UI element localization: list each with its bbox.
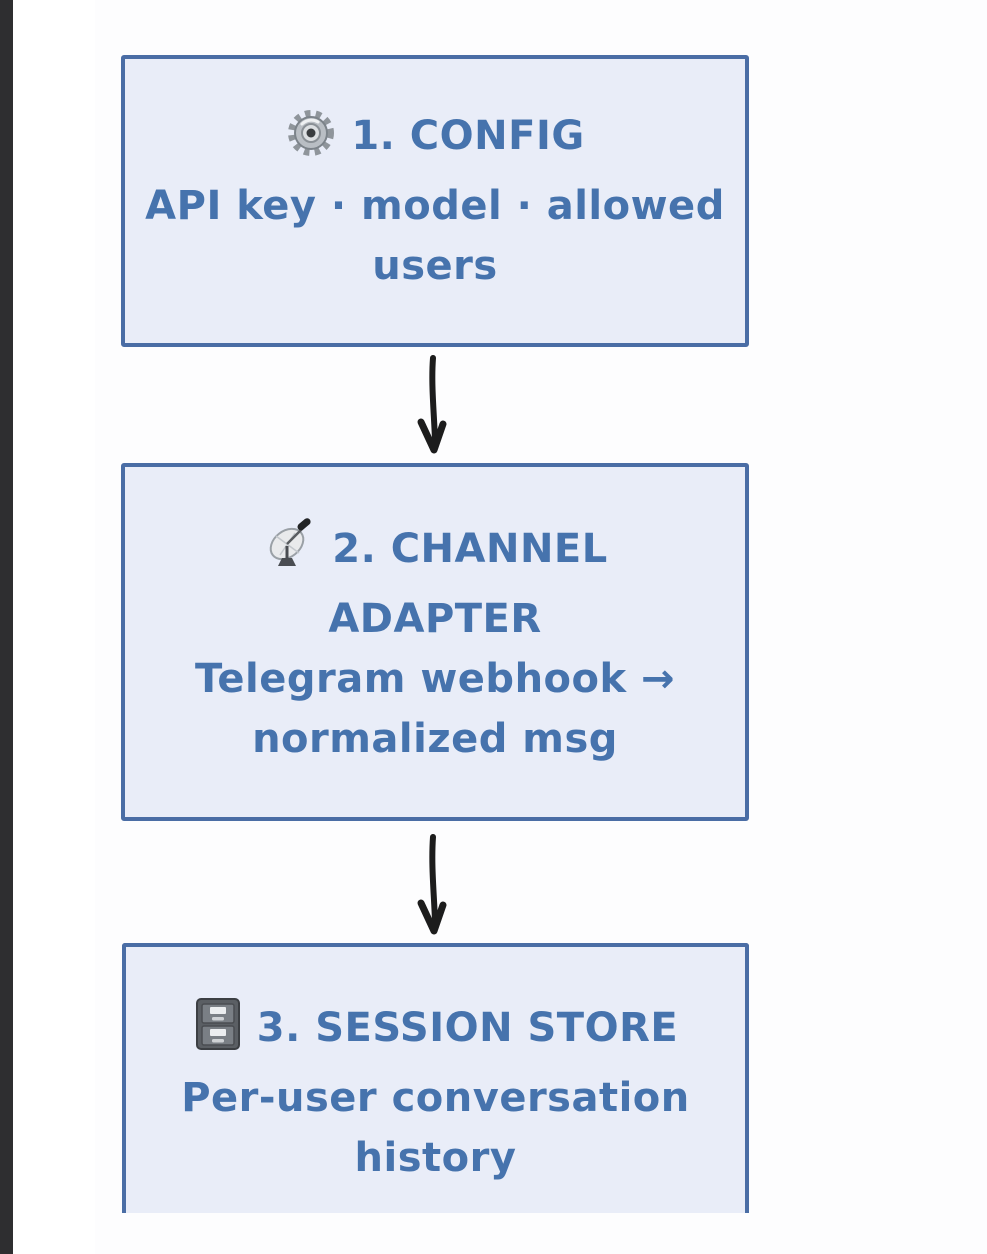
node-session-store-title-row: 3. SESSION STORE xyxy=(193,997,678,1068)
node-channel-adapter: 2. CHANNEL ADAPTER Telegram webhook → no… xyxy=(121,463,749,821)
down-arrow-1 xyxy=(417,355,447,454)
node-config-title-row: 1. CONFIG xyxy=(285,106,584,176)
node-session-store-title: 3. SESSION STORE xyxy=(256,1005,679,1051)
node-config-title: 1. CONFIG xyxy=(351,113,585,159)
gear-icon xyxy=(285,107,337,176)
node-channel-adapter-title: 2. CHANNEL ADAPTER xyxy=(328,525,608,642)
down-arrow-2 xyxy=(417,834,447,935)
node-session-store: 3. SESSION STORE Per-user conversation h… xyxy=(122,943,749,1213)
node-session-store-subtitle: Per-user conversation history xyxy=(181,1075,690,1181)
node-channel-adapter-subtitle: Telegram webhook → normalized msg xyxy=(194,655,676,762)
node-config: 1. CONFIG API key · model · allowed user… xyxy=(121,55,749,347)
file-cabinet-icon xyxy=(193,997,243,1068)
satellite-dish-icon xyxy=(262,516,318,589)
left-edge-bar xyxy=(0,0,13,1254)
node-channel-adapter-title-row: 2. CHANNEL ADAPTER xyxy=(215,516,655,649)
node-config-subtitle: API key · model · allowed users xyxy=(145,183,725,289)
